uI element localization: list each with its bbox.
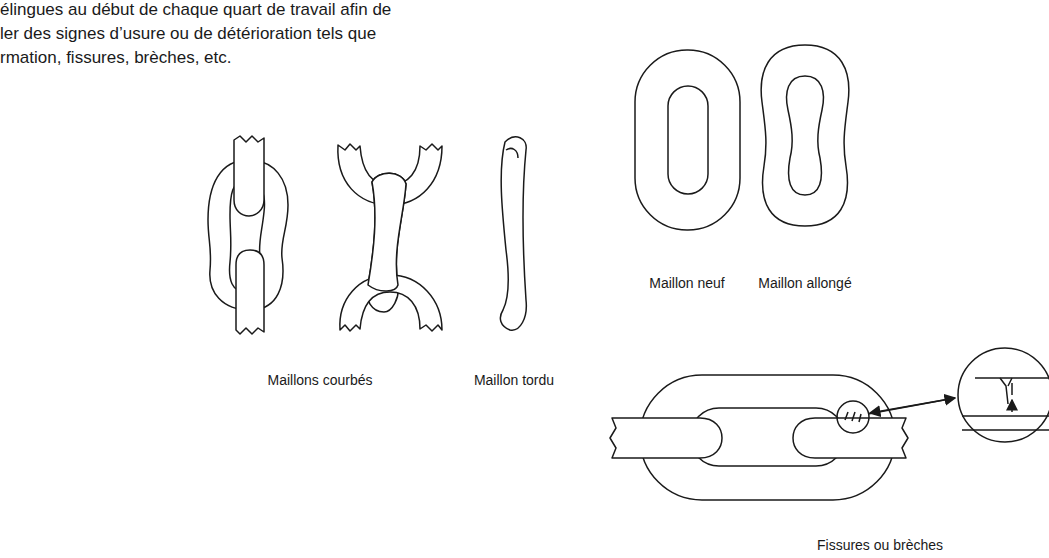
body-text: ler des signes d’usure ou de détériorati… [0,24,376,44]
body-text: rmation, fissures, brèches, etc. [0,48,231,68]
figure-caption: Fissures ou brèches [817,536,943,554]
bent-link [208,136,288,334]
bent-link [338,144,442,331]
figure-caption: Maillon tordu [474,371,554,389]
figure-caption: Maillon allongé [758,274,851,292]
body-text: élingues au début de chaque quart de tra… [0,0,391,20]
twisted-link [500,137,526,330]
elongated-link [761,45,849,226]
cracked-link [610,348,1049,500]
figure-caption: Maillon neuf [649,274,725,292]
new-link [635,50,740,230]
figure-caption: Maillons courbés [267,371,372,389]
